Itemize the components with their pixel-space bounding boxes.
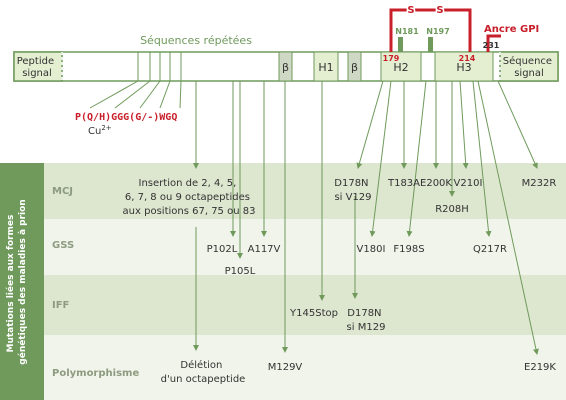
- row-label-gss: GSS: [52, 240, 74, 251]
- arrow-f198s: [406, 80, 427, 237]
- arrow-m232r: [497, 80, 538, 169]
- row-label-mcj: MCJ: [52, 186, 73, 197]
- glyco-site-n181: [398, 37, 403, 52]
- peptide-signal-line-2: signal: [22, 68, 52, 79]
- glyco-n181-label: N181: [395, 27, 419, 36]
- helix-h2: [380, 51, 422, 82]
- disulfide-s1: S: [407, 5, 414, 16]
- sequence-signal-line-1: Séquence: [503, 55, 552, 67]
- copper-charge: 2+: [101, 124, 111, 132]
- row-label-polymorphisme: Polymorphisme: [52, 368, 139, 379]
- helix-h1-label: H1: [318, 61, 333, 74]
- helix-h1: [313, 51, 339, 82]
- motif-callout-line-1: [89, 80, 139, 109]
- helix-h3-label: H3: [456, 61, 471, 74]
- repeated-sequences-label: Séquences répétées: [140, 34, 252, 47]
- d178n-v129-line-2: si V129: [334, 192, 371, 203]
- deletion-line-2: d'un octapeptide: [161, 374, 246, 385]
- copper-ion: Cu2+: [88, 124, 112, 137]
- residue-179: 179: [383, 54, 400, 63]
- beta-strand-2: [347, 51, 362, 82]
- mutation-e219k: E219K: [524, 362, 556, 373]
- mutation-m129v: M129V: [268, 362, 303, 373]
- d178n-v129-line-1: D178N: [334, 178, 368, 189]
- sequence-signal-label: Séquence signal: [503, 55, 556, 79]
- helix-h2-label: H2: [393, 61, 408, 74]
- octarepeat-motif: P(Q/H)GGG(G/-)WGQ: [75, 112, 177, 123]
- arrow-e219k: [477, 80, 539, 355]
- mutation-q217r: Q217R: [473, 244, 507, 255]
- glyco-site-n197: [428, 37, 433, 52]
- insertion-line-3: aux positions 67, 75 ou 83: [123, 206, 256, 217]
- motif-callout-line-2: [114, 80, 151, 109]
- d178n-m129-line-1: D178N: [347, 308, 381, 319]
- mutation-e200k: E200K: [420, 178, 452, 189]
- side-panel: [0, 163, 44, 400]
- deletion-line-1: Délétion: [180, 359, 222, 371]
- mutation-r208h: R208H: [435, 204, 469, 215]
- side-label-line-1: Mutations liées aux formes: [5, 215, 16, 353]
- row-band-gss: [44, 219, 566, 275]
- mutation-insertion: Insertion de 2, 4, 5, 6, 7, 8 ou 9 octap…: [123, 178, 256, 217]
- mutation-v180i: V180I: [357, 244, 386, 255]
- helix-h3: [434, 51, 494, 82]
- sequence-signal-box: [499, 51, 559, 82]
- residue-231: 231: [483, 41, 500, 50]
- sequence-signal-line-2: signal: [514, 68, 544, 79]
- mutation-p105l: P105L: [225, 266, 256, 277]
- mutation-deletion: Délétion d'un octapeptide: [161, 359, 246, 385]
- residue-214: 214: [459, 54, 476, 63]
- row-band-iff: [44, 275, 566, 335]
- mutation-f198s: F198S: [393, 244, 424, 255]
- motif-callout-line-5: [179, 80, 182, 109]
- beta-strand-2-label: β: [351, 61, 358, 74]
- gpi-anchor-marker: [486, 34, 501, 52]
- mutation-y145stop: Y145Stop: [289, 308, 338, 319]
- arrow-q217r: [472, 80, 492, 237]
- mutation-p102l: P102L: [207, 244, 238, 255]
- insertion-line-1: Insertion de 2, 4, 5,: [139, 178, 237, 189]
- mutation-v210i: V210I: [454, 178, 483, 189]
- disulfide-bridge: [389, 8, 472, 52]
- peptide-signal-line-1: Peptide: [17, 56, 54, 67]
- peptide-signal-label: Peptide signal: [17, 56, 58, 79]
- mutation-d178n-m129: D178N si M129: [347, 308, 386, 333]
- row-label-iff: IFF: [52, 300, 69, 311]
- side-label-line-2: génétiques des maladies à prion: [17, 199, 28, 364]
- arrow-v210i: [459, 80, 469, 169]
- row-band-mcj: [44, 163, 566, 219]
- mutation-t183a: T183A: [387, 178, 420, 189]
- gpi-anchor-label: Ancre GPI: [484, 24, 539, 35]
- motif-callout-line-3: [139, 80, 161, 109]
- d178n-m129-line-2: si M129: [347, 322, 386, 333]
- disulfide-s2: S: [436, 5, 443, 16]
- beta-strand-1-label: β: [282, 61, 289, 74]
- arrow-d178n-v129: [356, 80, 384, 169]
- side-label: Mutations liées aux formes génétiques de…: [5, 199, 28, 364]
- motif-callout-line-4: [159, 80, 171, 109]
- peptide-signal-box: [13, 51, 63, 82]
- row-band-polymorphisme: [44, 335, 566, 400]
- arrow-v180i: [369, 80, 392, 237]
- glyco-n197-label: N197: [426, 27, 449, 36]
- mutation-a117v: A117V: [248, 244, 281, 255]
- insertion-line-2: 6, 7, 8 ou 9 octapeptides: [125, 192, 250, 203]
- mutation-m232r: M232R: [522, 178, 557, 189]
- mutation-d178n-v129: D178N si V129: [334, 178, 371, 203]
